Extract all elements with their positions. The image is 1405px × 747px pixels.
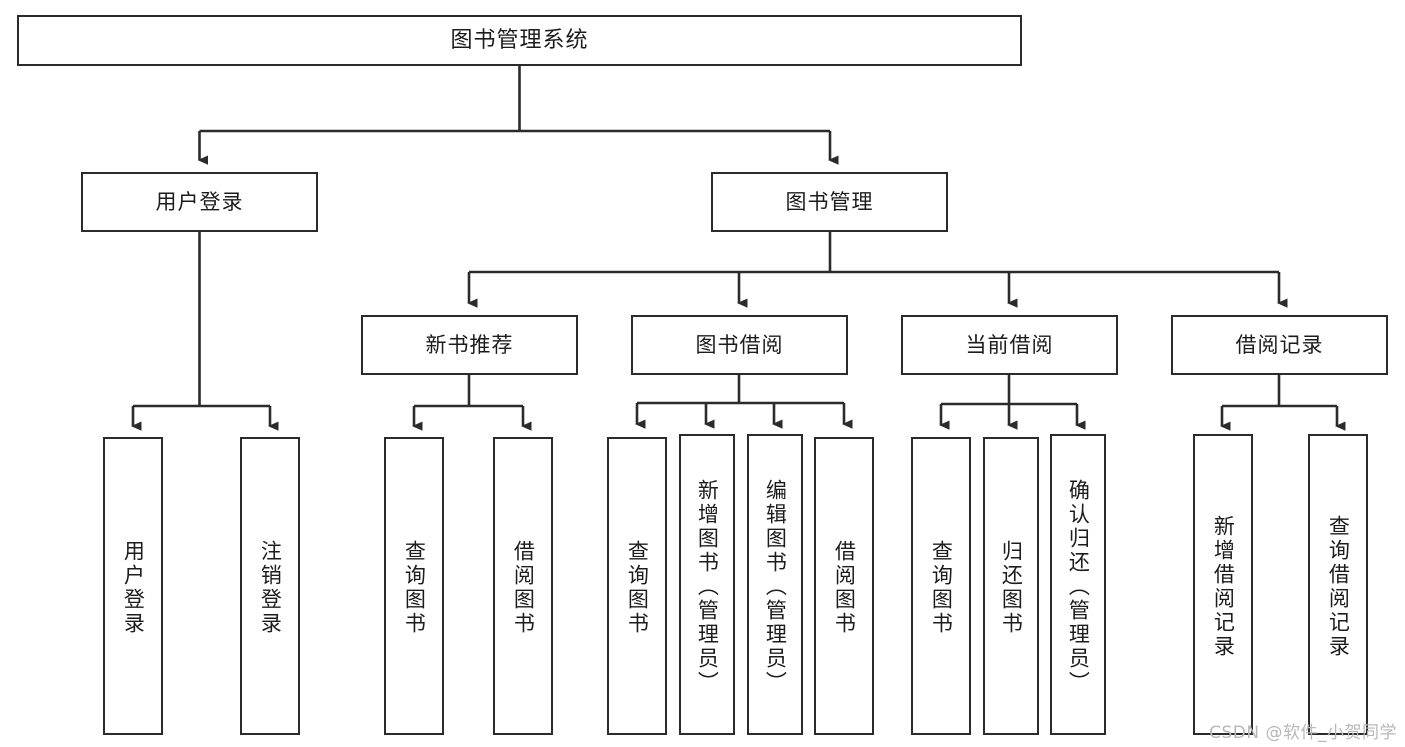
node-leaf-add-record[interactable]: 新增借阅记录 bbox=[1193, 434, 1253, 735]
node-label: 查询图书 bbox=[402, 540, 427, 636]
node-label: 确认归还（管理员） bbox=[1066, 478, 1091, 695]
node-leaf-query-record[interactable]: 查询借阅记录 bbox=[1308, 434, 1368, 735]
node-label: 用户登录 bbox=[155, 189, 244, 214]
node-leaf-confirm-return[interactable]: 确认归还（管理员） bbox=[1050, 434, 1106, 735]
node-label: 新增借阅记录 bbox=[1211, 514, 1236, 659]
node-leaf-query-book-2[interactable]: 查询图书 bbox=[607, 437, 667, 735]
node-current-borrow[interactable]: 当前借阅 bbox=[901, 315, 1118, 375]
node-label: 当前借阅 bbox=[965, 332, 1054, 357]
node-label: 图书管理 bbox=[785, 189, 874, 214]
node-label: 注销登录 bbox=[258, 540, 283, 636]
node-leaf-borrow-book-2[interactable]: 借阅图书 bbox=[814, 437, 874, 735]
node-new-book-recommend[interactable]: 新书推荐 bbox=[361, 315, 578, 375]
node-label: 借阅图书 bbox=[832, 540, 857, 636]
node-leaf-logout[interactable]: 注销登录 bbox=[240, 437, 300, 735]
node-user-login[interactable]: 用户登录 bbox=[81, 172, 318, 232]
node-label: 借阅记录 bbox=[1235, 332, 1324, 357]
node-root-system[interactable]: 图书管理系统 bbox=[17, 15, 1022, 66]
node-book-manage[interactable]: 图书管理 bbox=[711, 172, 948, 232]
node-leaf-query-book-3[interactable]: 查询图书 bbox=[911, 437, 971, 735]
node-label: 图书管理系统 bbox=[450, 27, 589, 53]
node-label: 归还图书 bbox=[999, 540, 1024, 636]
node-label: 查询借阅记录 bbox=[1326, 514, 1351, 659]
node-label: 编辑图书（管理员） bbox=[763, 478, 788, 695]
node-leaf-user-login[interactable]: 用户登录 bbox=[103, 437, 163, 735]
node-leaf-query-book-1[interactable]: 查询图书 bbox=[384, 437, 444, 735]
node-leaf-edit-book[interactable]: 编辑图书（管理员） bbox=[747, 434, 803, 735]
node-label: 借阅图书 bbox=[511, 540, 536, 636]
node-label: 新书推荐 bbox=[425, 332, 514, 357]
node-book-borrow[interactable]: 图书借阅 bbox=[631, 315, 848, 375]
node-leaf-return-book[interactable]: 归还图书 bbox=[983, 437, 1039, 735]
node-borrow-record[interactable]: 借阅记录 bbox=[1171, 315, 1388, 375]
node-label: 用户登录 bbox=[121, 540, 146, 636]
node-label: 查询图书 bbox=[929, 540, 954, 636]
watermark-text: CSDN @软件_小贺同学 bbox=[1209, 723, 1397, 743]
node-leaf-add-book[interactable]: 新增图书（管理员） bbox=[679, 434, 735, 735]
node-label: 新增图书（管理员） bbox=[695, 478, 720, 695]
node-label: 图书借阅 bbox=[695, 332, 784, 357]
node-label: 查询图书 bbox=[625, 540, 650, 636]
node-leaf-borrow-book-1[interactable]: 借阅图书 bbox=[493, 437, 553, 735]
